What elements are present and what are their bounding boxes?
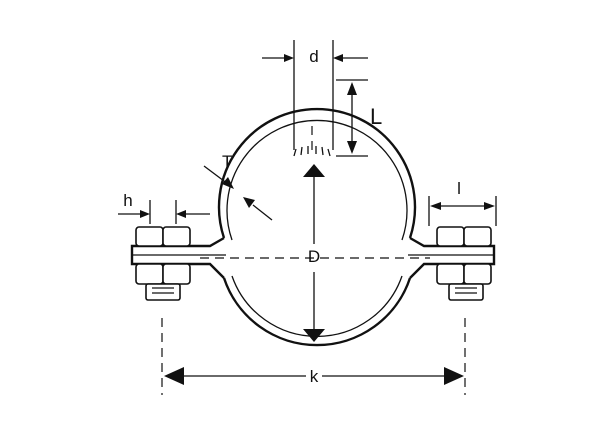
dimension-L: L — [336, 79, 382, 157]
ring-lower-inner — [231, 275, 403, 337]
dimension-d: d — [262, 40, 368, 150]
label-l: l — [457, 179, 461, 198]
centerlines — [161, 126, 466, 395]
label-T: T — [222, 152, 232, 171]
clamp-ring — [217, 107, 417, 347]
top-weld-marks — [293, 146, 331, 157]
left-lower-nut-a — [135, 263, 164, 285]
dimension-D: D — [303, 164, 325, 342]
dimension-l: l — [428, 179, 497, 226]
left-upper-nut-a — [135, 226, 164, 247]
right-bolt-end — [448, 283, 484, 301]
left-flange — [130, 226, 226, 301]
right-upper-nut-b — [463, 226, 492, 247]
ring-lower-outer — [222, 277, 412, 347]
dimension-k: k — [164, 367, 464, 386]
left-bolt-end — [145, 283, 181, 301]
left-lower-nut-b — [162, 263, 191, 285]
label-k: k — [310, 367, 319, 386]
right-flange — [408, 226, 496, 301]
label-d: d — [309, 47, 318, 66]
right-lower-nut-a — [436, 263, 465, 285]
dimension-T: T — [203, 152, 273, 221]
left-upper-nut-b — [162, 226, 191, 247]
ring-upper-outer — [217, 107, 417, 239]
label-h: h — [123, 191, 132, 210]
label-L: L — [370, 104, 382, 129]
right-upper-nut-a — [436, 226, 465, 247]
label-D: D — [308, 247, 320, 266]
ring-upper-inner — [226, 119, 408, 241]
dimension-h: h — [118, 191, 210, 224]
right-lower-nut-b — [463, 263, 492, 285]
